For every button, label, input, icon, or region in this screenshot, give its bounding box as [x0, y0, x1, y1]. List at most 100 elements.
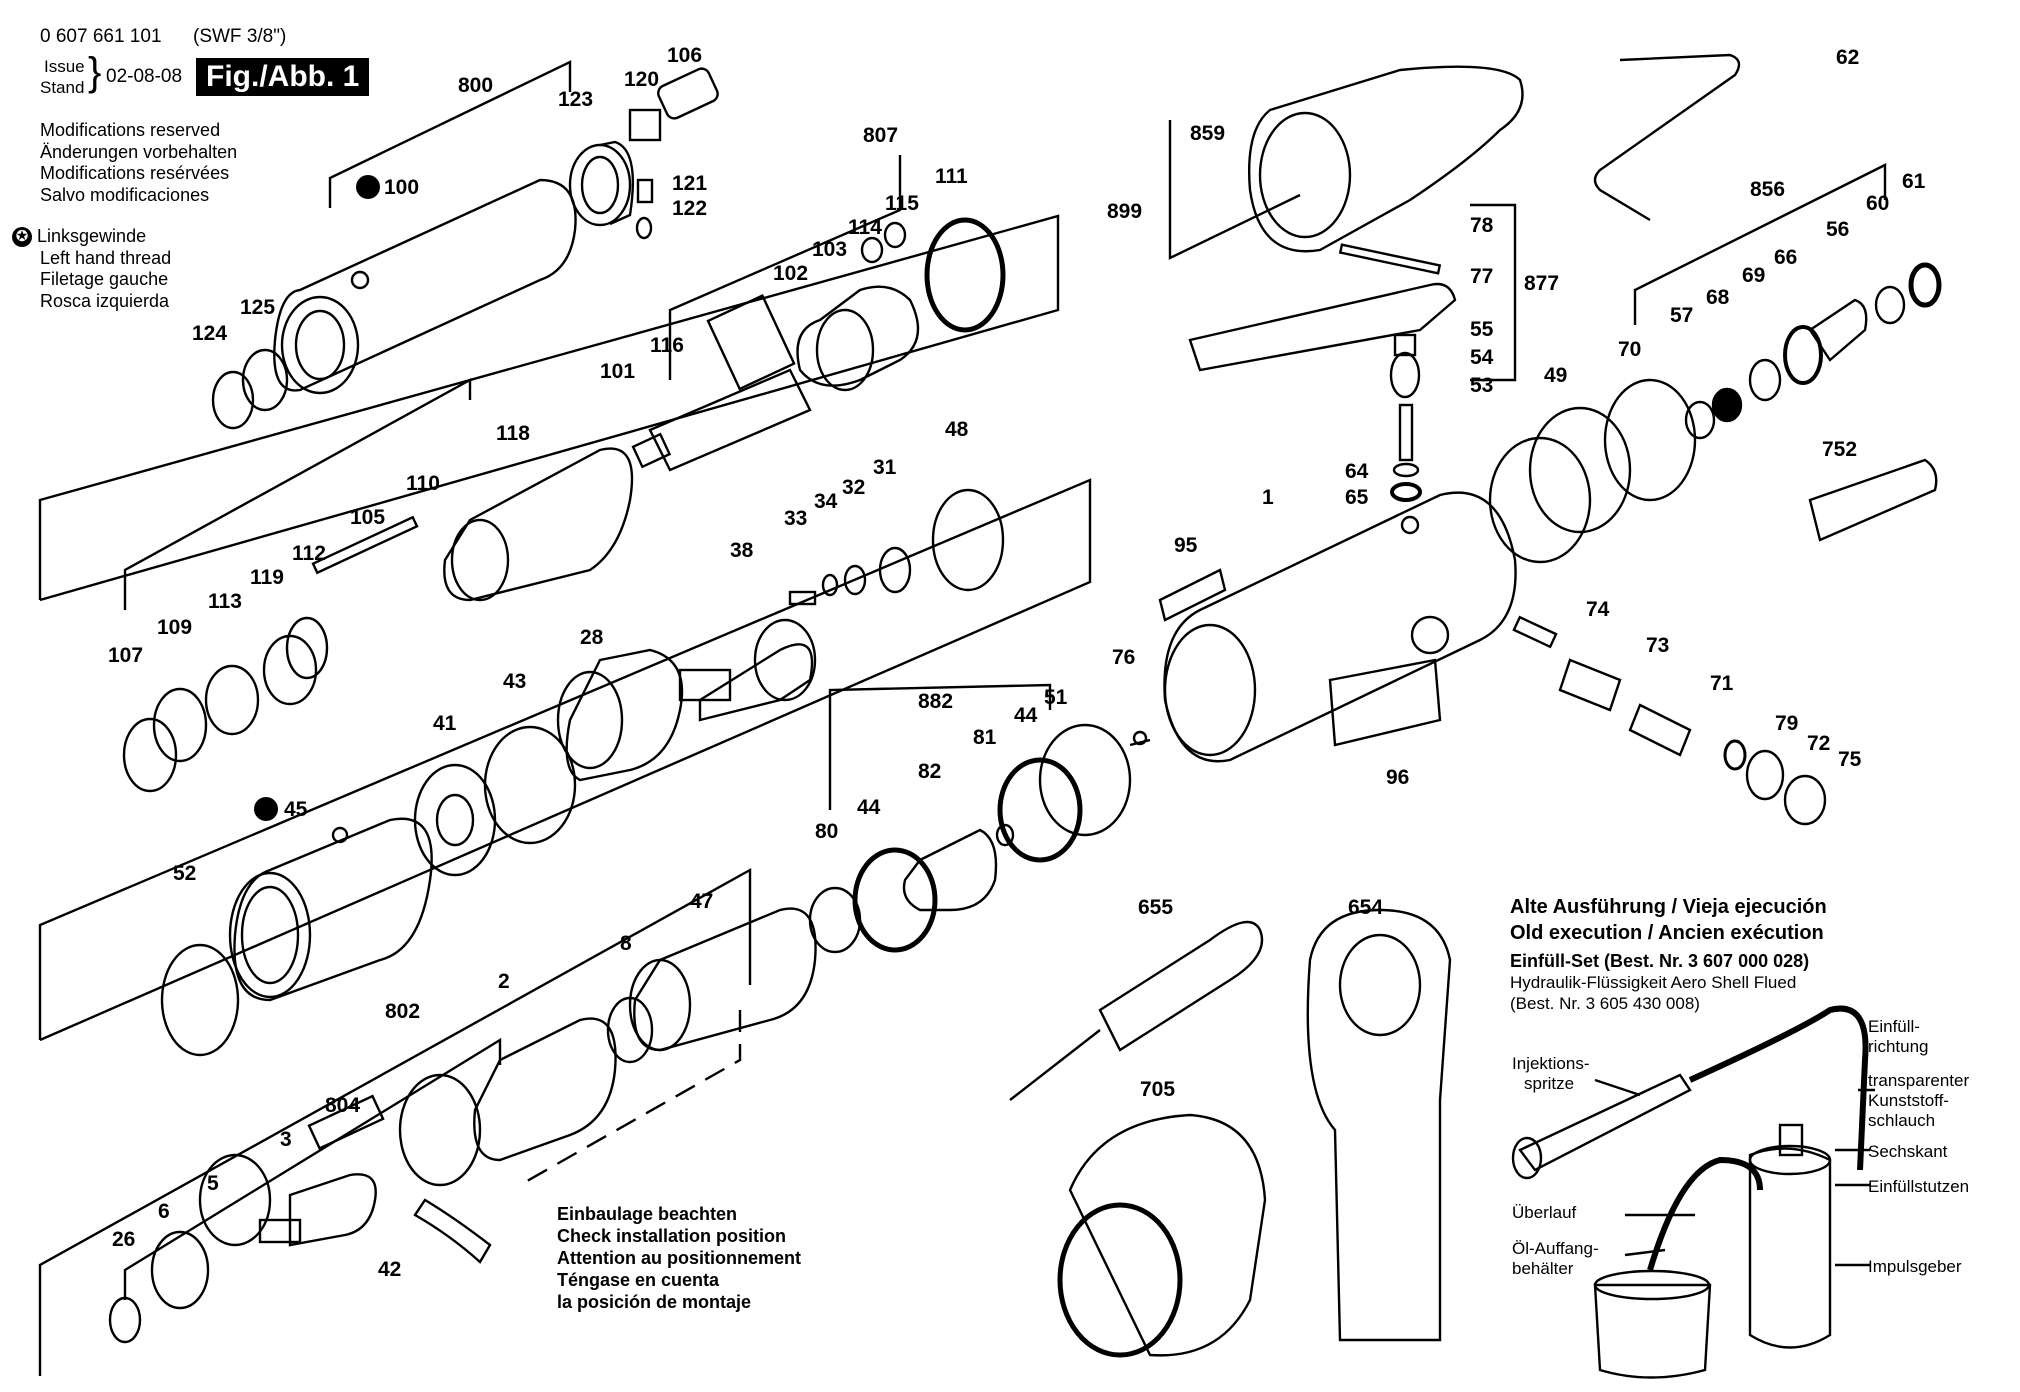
bracket-877 — [1470, 203, 1517, 382]
bearing-8 — [606, 996, 654, 1064]
dashed-guide — [519, 1010, 742, 1187]
housing-100-face — [280, 295, 360, 395]
part-label-120: 120 — [624, 68, 659, 91]
part-label-111: 111 — [935, 165, 968, 188]
ring-79 — [1723, 739, 1747, 771]
fill-direction-1: Einfüll- — [1868, 1017, 1920, 1036]
assembly-band — [38, 867, 752, 1376]
part-label-47: 47 — [690, 890, 713, 913]
part-label-70: 70 — [1618, 338, 1641, 361]
part-label-800: 800 — [458, 74, 493, 97]
oring-44a — [997, 757, 1083, 863]
impulse-unit-label: Impulsgeber — [1868, 1257, 1962, 1276]
oring-705 — [1057, 1202, 1183, 1358]
pin-32 — [843, 564, 867, 596]
lever-77 — [1188, 282, 1457, 372]
part-label-859: 859 — [1190, 122, 1225, 145]
oring-111 — [924, 217, 1006, 333]
wrench-654 — [1306, 908, 1452, 1342]
left-hand-thread-legend: ✪ Linksgewinde Left hand thread Filetage… — [12, 226, 171, 312]
part-label-1: 1 — [1262, 486, 1274, 509]
part-label-3: 3 — [280, 1128, 292, 1151]
nipple-752 — [1808, 458, 1938, 542]
bracket-110 — [123, 377, 472, 610]
ball-122 — [635, 216, 653, 240]
cap-75 — [1783, 774, 1827, 826]
shim-42 — [413, 1198, 492, 1264]
part-label-124: 124 — [192, 322, 227, 345]
part-label-62: 62 — [1836, 46, 1859, 69]
oil-cup-label-2: behälter — [1512, 1259, 1574, 1278]
part-label-116: 116 — [650, 334, 684, 357]
install-note-line: Attention au positionnement — [557, 1248, 801, 1268]
part-label-31: 31 — [873, 456, 897, 479]
gear-31 — [878, 546, 912, 594]
part-label-899: 899 — [1107, 200, 1142, 223]
star-icon — [356, 175, 380, 199]
ring-69 — [1748, 358, 1782, 402]
refill-set-label: Einfüll-Set (Best. Nr. 3 607 000 028) — [1510, 951, 1809, 971]
label-95 — [1158, 568, 1227, 622]
spring-74 — [1512, 615, 1558, 649]
part-label-752: 752 — [1822, 438, 1857, 461]
hose-overflow — [1647, 1156, 1763, 1271]
gear-804 — [398, 1073, 482, 1187]
part-label-66: 66 — [1774, 246, 1797, 269]
impulse-unit — [1748, 1147, 1832, 1349]
part-label-64: 64 — [1345, 460, 1369, 483]
issue-label: Issue — [44, 57, 85, 76]
part-label-114: 114 — [848, 216, 882, 239]
washer-57 — [1684, 400, 1716, 440]
overflow-label: Überlauf — [1512, 1203, 1577, 1222]
part-label-882: 882 — [918, 690, 953, 713]
circlip-107 — [122, 717, 178, 793]
part-label-73: 73 — [1646, 634, 1669, 657]
install-note-line: Check installation position — [557, 1226, 786, 1246]
ring-112 — [285, 616, 329, 680]
part-label-32: 32 — [842, 476, 865, 499]
gear-26 — [108, 1296, 142, 1344]
spring-109 — [152, 687, 208, 763]
cylinder-118 — [443, 447, 634, 602]
part-label-56: 56 — [1826, 218, 1849, 241]
assembly-band — [38, 478, 1092, 1042]
oil-cup-label-1: Öl-Auffang- — [1512, 1239, 1599, 1258]
part-label-61: 61 — [1902, 170, 1926, 193]
washer-34 — [821, 573, 839, 597]
part-label-52: 52 — [173, 862, 196, 885]
brace: } — [88, 50, 102, 94]
pin-120 — [628, 108, 662, 142]
part-number: 0 607 661 101 — [40, 26, 162, 47]
part-label-100: 100 — [384, 176, 419, 199]
spring-121 — [636, 178, 654, 204]
rotor-3 — [288, 1173, 377, 1247]
ring-125 — [241, 348, 289, 412]
part-label-102: 102 — [773, 262, 808, 285]
housing-100 — [273, 178, 577, 392]
part-label-105: 105 — [350, 506, 385, 529]
part-label-109: 109 — [157, 616, 192, 639]
band-96 — [1328, 658, 1442, 747]
ring-114 — [860, 236, 884, 264]
part-label-877: 877 — [1524, 272, 1559, 295]
part-label-121: 121 — [672, 172, 707, 195]
part-label-82: 82 — [918, 760, 941, 783]
part-label-57: 57 — [1670, 304, 1693, 327]
old-execution-title-1: Alte Ausführung / Vieja ejecución — [1510, 896, 1827, 918]
note-line: Modifications resérvées — [40, 163, 230, 183]
fluid-label: Hydraulik-Flüssigkeit Aero Shell Flued — [1510, 973, 1796, 992]
oil-cup — [1593, 1283, 1712, 1379]
bearing-119 — [262, 634, 318, 706]
modifications-note: Modifications reserved Änderungen vorbeh… — [40, 120, 237, 206]
part-label-41: 41 — [433, 712, 457, 735]
ring-5 — [198, 1153, 272, 1247]
pin-33 — [788, 590, 817, 606]
part-label-119: 119 — [250, 566, 284, 589]
spindle-105 — [311, 515, 419, 575]
fluid-order: (Best. Nr. 3 605 430 008) — [1510, 994, 1700, 1013]
syringe-label-2: spritze — [1524, 1074, 1574, 1093]
washer-80 — [808, 886, 862, 954]
part-label-112: 112 — [292, 542, 326, 565]
shaft-101 — [631, 432, 672, 469]
legend-line: Linksgewinde — [37, 226, 147, 246]
